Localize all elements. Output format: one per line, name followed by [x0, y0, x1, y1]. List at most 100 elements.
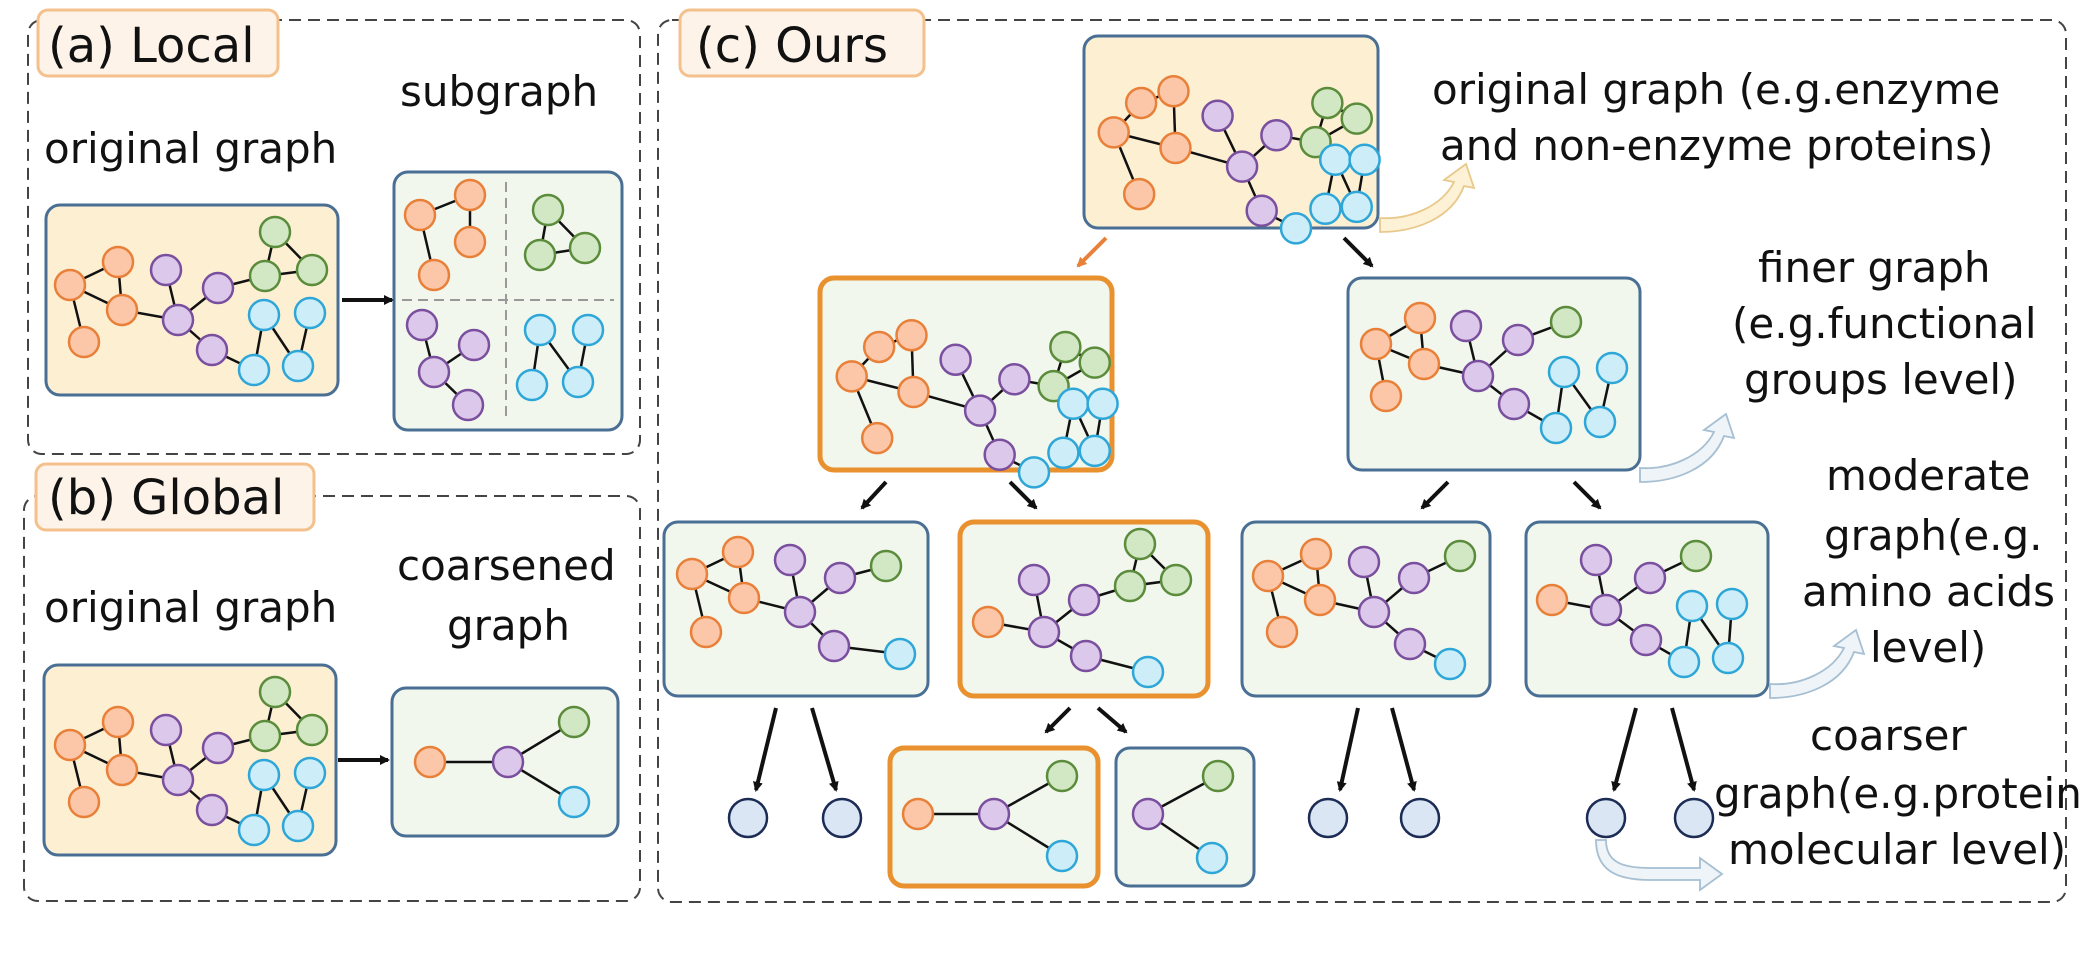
annot-moderate-1: moderate — [1826, 451, 2030, 500]
ours-finer-left-graph-node-orange — [897, 375, 930, 409]
ours-moderate-graph-3-node-orange — [1265, 615, 1299, 649]
panel-local-frame — [27, 19, 641, 455]
local-original-graph-node-blue — [293, 296, 327, 330]
ours-moderate-graph-1-node-green — [869, 549, 903, 583]
ours-finer-left-graph-node-orange — [862, 330, 896, 364]
ours-finer-right-graph-node-orange — [1359, 327, 1393, 361]
local-original-graph-node-blue — [281, 349, 315, 383]
ours-coarser-pair-1-node-navy — [727, 797, 769, 839]
local-original-graph-node-green — [295, 253, 329, 287]
tag-ours-text: (c) Ours — [696, 18, 888, 74]
ours-arrow-l1-a — [860, 480, 888, 510]
ours-coarser-graph-1-node-green — [1045, 759, 1079, 793]
global-original-graph-node-orange — [53, 728, 87, 762]
ours-coarser-graph-2-node-blue — [1195, 841, 1229, 875]
ours-moderate-graph-3-node-orange — [1251, 559, 1285, 593]
ours-finer-callout-arrow — [1639, 412, 1736, 483]
ours-arrow-l2-d — [1096, 706, 1128, 734]
local-sub-blue-node-blue — [515, 368, 549, 402]
ours-finer-right-graph-node-purple — [1461, 359, 1495, 393]
annot-finer-2: (e.g.functional — [1732, 299, 2037, 348]
ours-finer-left-graph-node-green — [1049, 330, 1082, 364]
ours-arrow-l0-left — [1076, 236, 1108, 268]
ours-arrow-l2-f — [1390, 707, 1417, 792]
ours-arrow-l1-b — [1008, 480, 1038, 510]
ours-original-graph-node-purple — [1225, 150, 1259, 183]
ours-arrow-l2-b — [810, 707, 839, 792]
ours-moderate-graph-2-node-green — [1159, 563, 1193, 597]
ours-finer-right-graph-node-blue — [1547, 355, 1581, 389]
ours-original-graph-node-blue — [1348, 143, 1381, 177]
global-original-graph-node-green — [248, 719, 282, 753]
global-coarsened-label-1: coarsened — [397, 541, 616, 590]
local-original-graph-node-blue — [237, 353, 271, 387]
global-original-graph-node-blue — [281, 809, 315, 843]
local-original-graph-node-purple — [161, 303, 195, 337]
ours-arrow-l1-d — [1572, 480, 1602, 510]
annot-coarser-3: molecular level) — [1728, 825, 2066, 874]
global-original-graph-node-orange — [105, 753, 139, 787]
local-sub-orange-node-orange — [403, 198, 437, 232]
ours-finer-right-graph-node-orange — [1407, 347, 1441, 381]
ours-moderate-graph-1-node-purple — [817, 629, 851, 663]
ours-finer-left-graph-node-orange — [895, 318, 928, 352]
local-sub-green-node-green — [568, 231, 602, 265]
global-coarsened-label-2: graph — [447, 601, 570, 650]
ours-moderate-graph-4-node-orange — [1535, 583, 1569, 617]
local-original-label: original graph — [44, 124, 337, 173]
arrows-layer — [338, 162, 1866, 892]
nodes-layer — [53, 74, 1749, 875]
ours-original-graph-node-purple — [1201, 99, 1234, 132]
local-sub-orange-node-orange — [417, 258, 451, 292]
ours-moderate-graph-3-node-purple — [1397, 561, 1431, 595]
global-original-graph-node-purple — [201, 731, 235, 765]
ours-original-callout-arrow — [1379, 162, 1476, 233]
ours-moderate-graph-2-node-purple — [1017, 563, 1051, 597]
ours-finer-right-graph-node-green — [1549, 305, 1583, 339]
ours-arrow-l2-c — [1044, 706, 1072, 734]
local-original-graph-node-orange — [105, 293, 139, 327]
local-original-graph-node-green — [248, 259, 282, 293]
ours-coarser-pair-3-node-navy — [1585, 797, 1627, 839]
ours-arrow-l0-right — [1342, 236, 1374, 268]
global-original-graph-node-purple — [149, 713, 183, 747]
ours-finer-right-graph-node-blue — [1583, 405, 1617, 439]
ours-finer-left-graph-node-orange — [860, 421, 894, 455]
annot-original-1: original graph (e.g.enzyme — [1432, 65, 2000, 114]
annot-original-2: and non-enzyme proteins) — [1440, 121, 1994, 170]
local-original-graph-node-purple — [195, 333, 229, 367]
global-original-graph-node-purple — [195, 793, 229, 827]
ours-finer-right-graph-node-purple — [1501, 323, 1535, 357]
ours-original-graph-node-blue — [1309, 192, 1342, 226]
local-original-graph-node-orange — [53, 268, 87, 302]
local-sub-green-node-green — [531, 193, 565, 227]
local-sub-blue-node-blue — [561, 365, 595, 399]
ours-moderate-graph-1-node-orange — [675, 557, 709, 591]
ours-coarser-graph-1-node-blue — [1045, 839, 1079, 873]
ours-original-graph-node-orange — [1157, 74, 1190, 108]
ours-moderate-graph-2-node-purple — [1067, 583, 1101, 617]
global-original-graph-node-blue — [293, 756, 327, 790]
ours-moderate-graph-4-node-green — [1679, 539, 1713, 573]
ours-finer-left-graph-node-blue — [1017, 456, 1051, 489]
annot-coarser-1: coarser — [1810, 711, 1968, 760]
ours-moderate-graph-2-node-orange — [971, 605, 1005, 639]
ours-moderate-graph-4-node-blue — [1715, 587, 1749, 621]
ours-original-graph-node-blue — [1279, 212, 1313, 245]
ours-moderate-graph-3-node-orange — [1303, 583, 1337, 617]
annot-moderate-4: level) — [1870, 623, 1986, 672]
global-original-graph-node-green — [258, 675, 292, 709]
ours-original-graph-node-orange — [1122, 177, 1156, 211]
annot-moderate-3: amino acids — [1802, 567, 2055, 616]
ours-moderate-graph-3-node-blue — [1433, 647, 1467, 681]
ours-finer-left-graph-node-blue — [1047, 436, 1080, 470]
ours-original-graph-node-purple — [1260, 119, 1293, 152]
global-original-graph-node-purple — [161, 763, 195, 797]
global-coarsened-graph-node-purple — [491, 745, 525, 779]
local-sub-green-node-green — [523, 238, 557, 272]
global-original-label: original graph — [44, 583, 337, 632]
ours-finer-right-graph-node-purple — [1449, 309, 1483, 343]
local-original-graph-node-blue — [247, 298, 281, 332]
local-original-graph-node-orange — [101, 245, 135, 279]
